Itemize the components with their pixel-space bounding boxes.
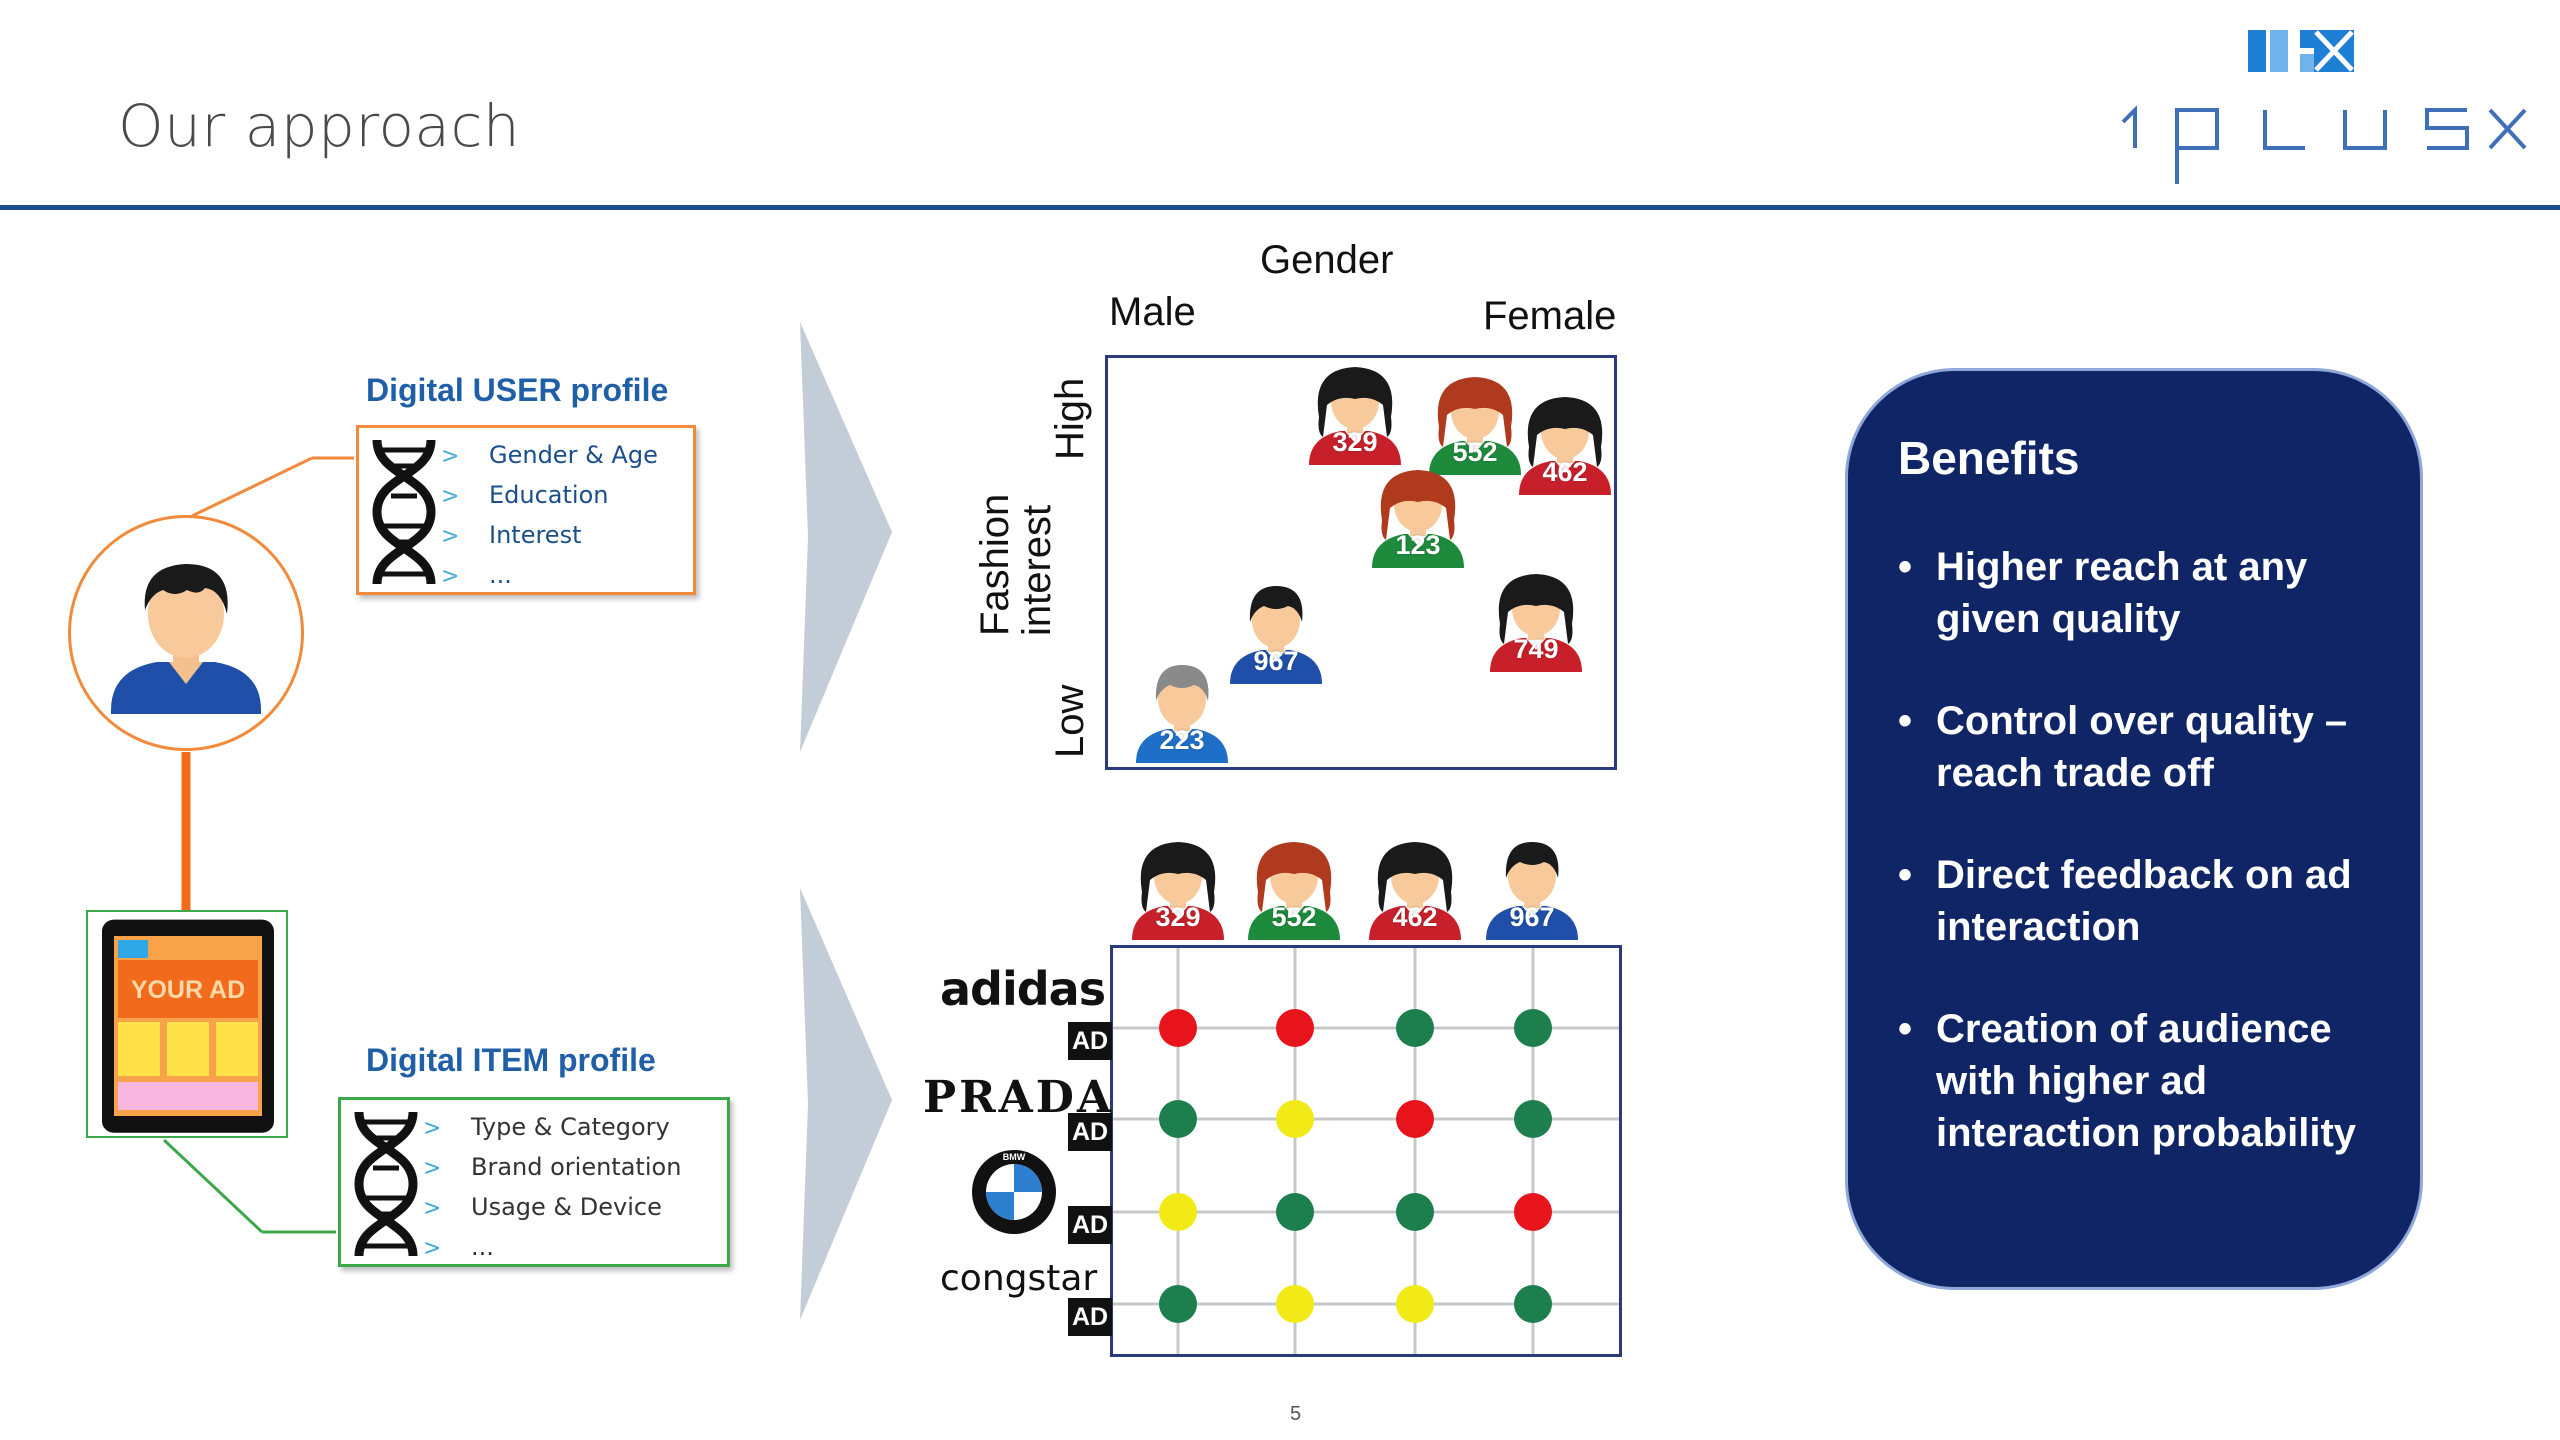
person-icon: 223: [1122, 653, 1242, 763]
dna-icon: [372, 439, 436, 585]
bmw-logo: BMW: [972, 1150, 1056, 1234]
affinity-dot-red: [1159, 1009, 1197, 1047]
person-icon: 462: [1505, 385, 1625, 495]
user-avatar-icon: [111, 564, 261, 714]
person-icon: 552: [1234, 830, 1354, 940]
affinity-dot-green: [1396, 1009, 1434, 1047]
affinity-dot-yellow: [1276, 1285, 1314, 1323]
item-profile-card: >Type & Category >Brand orientation >Usa…: [338, 1097, 730, 1267]
benefits-title: Benefits: [1898, 432, 2080, 484]
affinity-dot-green: [1159, 1100, 1197, 1138]
brand-adidas: adidas: [940, 962, 1106, 1016]
person-icon: 329: [1118, 830, 1238, 940]
list-item: >Brand orientation: [423, 1153, 682, 1181]
affinity-dot-yellow: [1159, 1193, 1197, 1231]
person-id-label: 552: [1452, 437, 1498, 467]
chevron-right-icon: [800, 322, 892, 752]
brand-congstar: congstar: [940, 1258, 1098, 1299]
affinity-dot-yellow: [1276, 1100, 1314, 1138]
item-profile-attributes: >Type & Category >Brand orientation >Usa…: [423, 1108, 681, 1268]
male-axis-label: Male: [1109, 290, 1196, 334]
list-item: >Type & Category: [423, 1113, 670, 1141]
list-item: >Gender & Age: [441, 441, 658, 469]
person-icon: 329: [1295, 355, 1415, 465]
ad-tag: AD: [1068, 1206, 1112, 1244]
matrix-grid: [1113, 948, 1619, 1354]
person-id-label: 329: [1332, 427, 1378, 457]
fashion-interest-axis-title: Fashion interest: [973, 493, 1059, 636]
affinity-dot-red: [1514, 1193, 1552, 1231]
affinity-dot-yellow: [1396, 1285, 1434, 1323]
svg-text:BMW: BMW: [1003, 1152, 1026, 1162]
tablet-ad-text: YOUR AD: [131, 976, 245, 1004]
brand-wordmark-logo: [2121, 105, 2527, 184]
person-id-label: 462: [1542, 457, 1588, 487]
list-item: Higher reach at any given quality: [1898, 541, 2408, 645]
person-id-label: 123: [1395, 530, 1441, 560]
header-divider: [0, 205, 2560, 210]
affinity-dot-red: [1396, 1100, 1434, 1138]
ad-tag: AD: [1068, 1113, 1112, 1151]
list-item: >...: [441, 561, 512, 589]
brand-affinity-matrix: [1110, 945, 1622, 1357]
affinity-dot-green: [1276, 1193, 1314, 1231]
tablet-frame: YOUR AD: [86, 910, 288, 1138]
benefits-panel: Benefits Higher reach at any given quali…: [1845, 368, 2423, 1290]
list-item: Creation of audience with higher ad inte…: [1898, 1003, 2408, 1159]
female-axis-label: Female: [1483, 294, 1617, 338]
list-item: >...: [423, 1233, 494, 1261]
person-icon: 967: [1472, 830, 1592, 940]
affinity-dot-green: [1514, 1285, 1552, 1323]
low-axis-label: Low: [1048, 684, 1092, 758]
person-id-label: 462: [1392, 902, 1438, 932]
person-icon: 552: [1415, 365, 1535, 475]
list-item: >Education: [441, 481, 609, 509]
page-number: 5: [1290, 1403, 1302, 1425]
list-item: Control over quality – reach trade off: [1898, 695, 2408, 799]
chevron-right-icon: [800, 888, 892, 1320]
person-id-label: 749: [1513, 634, 1559, 664]
person-id-label: 967: [1253, 646, 1299, 676]
person-id-label: 552: [1271, 902, 1317, 932]
gender-axis-title: Gender: [1260, 238, 1394, 282]
person-icon: 749: [1476, 562, 1596, 672]
person-icon: 967: [1216, 574, 1336, 684]
user-profile-attributes: >Gender & Age >Education >Interest >...: [441, 436, 658, 596]
person-icon: 462: [1355, 830, 1475, 940]
affinity-dot-green: [1396, 1193, 1434, 1231]
person-id-label: 967: [1509, 902, 1555, 932]
person-icon: 123: [1358, 458, 1478, 568]
ad-tag: AD: [1068, 1298, 1112, 1336]
high-axis-label: High: [1048, 377, 1092, 460]
person-id-label: 223: [1159, 725, 1205, 755]
slide-title: Our approach: [118, 92, 521, 160]
affinity-dot-green: [1514, 1100, 1552, 1138]
list-item: >Interest: [441, 521, 582, 549]
benefits-list: Higher reach at any given quality Contro…: [1898, 541, 2408, 1209]
dna-icon: [354, 1111, 418, 1257]
ad-tag: AD: [1068, 1022, 1112, 1060]
item-profile-title: Digital ITEM profile: [366, 1042, 656, 1078]
affinity-dot-green: [1159, 1285, 1197, 1323]
affinity-dot-green: [1514, 1009, 1552, 1047]
user-avatar-circle: [68, 515, 304, 751]
brand-squares-logo: [2248, 30, 2354, 72]
list-item: >Usage & Device: [423, 1193, 662, 1221]
tablet-icon: YOUR AD: [102, 919, 274, 1133]
person-id-label: 329: [1155, 902, 1201, 932]
user-profile-title: Digital USER profile: [366, 372, 669, 408]
list-item: Direct feedback on ad interaction: [1898, 849, 2408, 953]
affinity-dot-red: [1276, 1009, 1314, 1047]
user-profile-card: >Gender & Age >Education >Interest >...: [356, 425, 696, 595]
